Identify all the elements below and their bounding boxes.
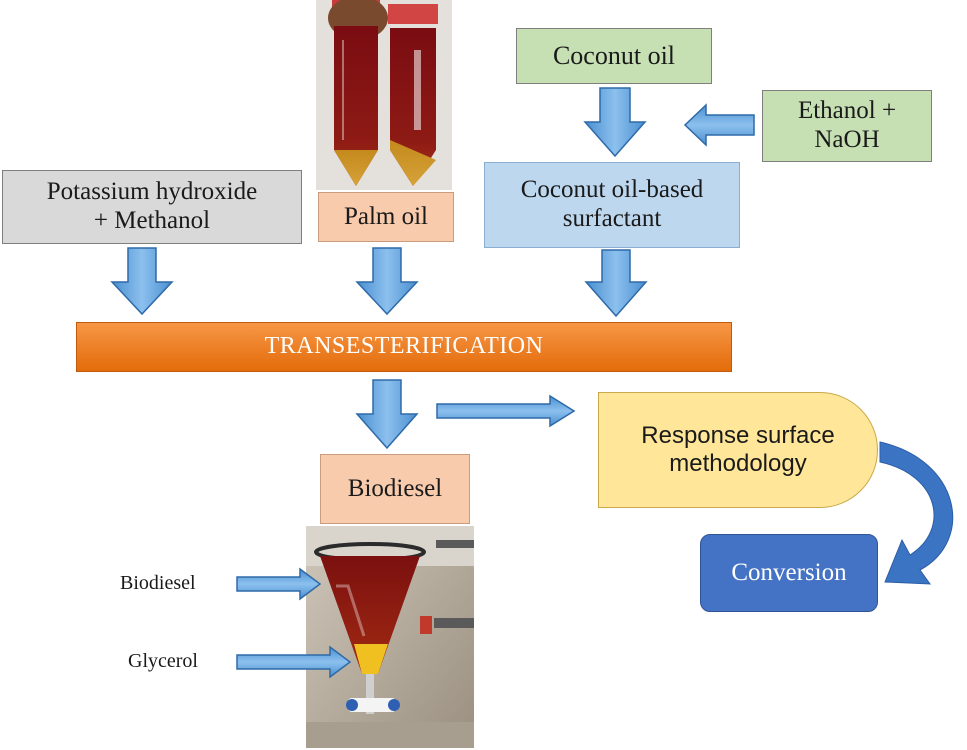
potassium-methanol-line-1: Potassium hydroxide bbox=[46, 178, 258, 206]
arrow-coconut-to-surfactant bbox=[583, 87, 647, 158]
palm-oil-label: Palm oil bbox=[343, 202, 429, 230]
coconut-surfactant-line-1: Coconut oil-based bbox=[520, 176, 704, 204]
palm-oil-tubes-photo bbox=[316, 0, 452, 190]
ethanol-naoh-box: Ethanol + NaOH bbox=[762, 90, 932, 162]
arrow-ethanol-to-column bbox=[683, 103, 755, 147]
transesterification-bar: TRANSESTERIFICATION bbox=[76, 322, 732, 372]
glycerol-layer-label: Glycerol bbox=[128, 650, 198, 672]
biodiesel-layer-label: Biodiesel bbox=[120, 572, 196, 594]
coconut-surfactant-box: Coconut oil-based surfactant bbox=[484, 162, 740, 248]
curved-arrow-rsm-to-conversion bbox=[879, 441, 954, 585]
arrow-glycerol-layer bbox=[236, 645, 352, 679]
arrow-koh-to-transesterification bbox=[110, 247, 174, 316]
arrow-to-response-surface bbox=[436, 394, 576, 428]
arrow-biodiesel-layer bbox=[236, 567, 322, 601]
response-surface-line-2: methodology bbox=[669, 450, 807, 477]
coconut-surfactant-line-2: surfactant bbox=[562, 205, 662, 232]
potassium-methanol-box: Potassium hydroxide + Methanol bbox=[2, 170, 302, 244]
response-surface-line-1: Response surface bbox=[641, 422, 835, 450]
biodiesel-label: Biodiesel bbox=[347, 474, 443, 502]
ethanol-naoh-line-2: NaOH bbox=[814, 126, 880, 153]
conversion-label: Conversion bbox=[731, 558, 847, 586]
coconut-oil-box: Coconut oil bbox=[516, 28, 712, 84]
arrow-transesterification-to-biodiesel bbox=[355, 379, 419, 450]
transesterification-label: TRANSESTERIFICATION bbox=[264, 333, 544, 360]
separatory-funnel-photo bbox=[306, 526, 474, 748]
ethanol-naoh-line-1: Ethanol + bbox=[797, 97, 897, 125]
conversion-box: Conversion bbox=[700, 534, 878, 612]
potassium-methanol-line-2: + Methanol bbox=[93, 207, 211, 234]
arrow-surfactant-to-transesterification bbox=[584, 249, 648, 318]
arrow-palm-to-transesterification bbox=[355, 247, 419, 316]
palm-oil-box: Palm oil bbox=[318, 192, 454, 242]
biodiesel-box: Biodiesel bbox=[320, 454, 470, 524]
coconut-oil-label: Coconut oil bbox=[552, 41, 676, 71]
response-surface-shape: Response surface methodology bbox=[598, 392, 878, 508]
